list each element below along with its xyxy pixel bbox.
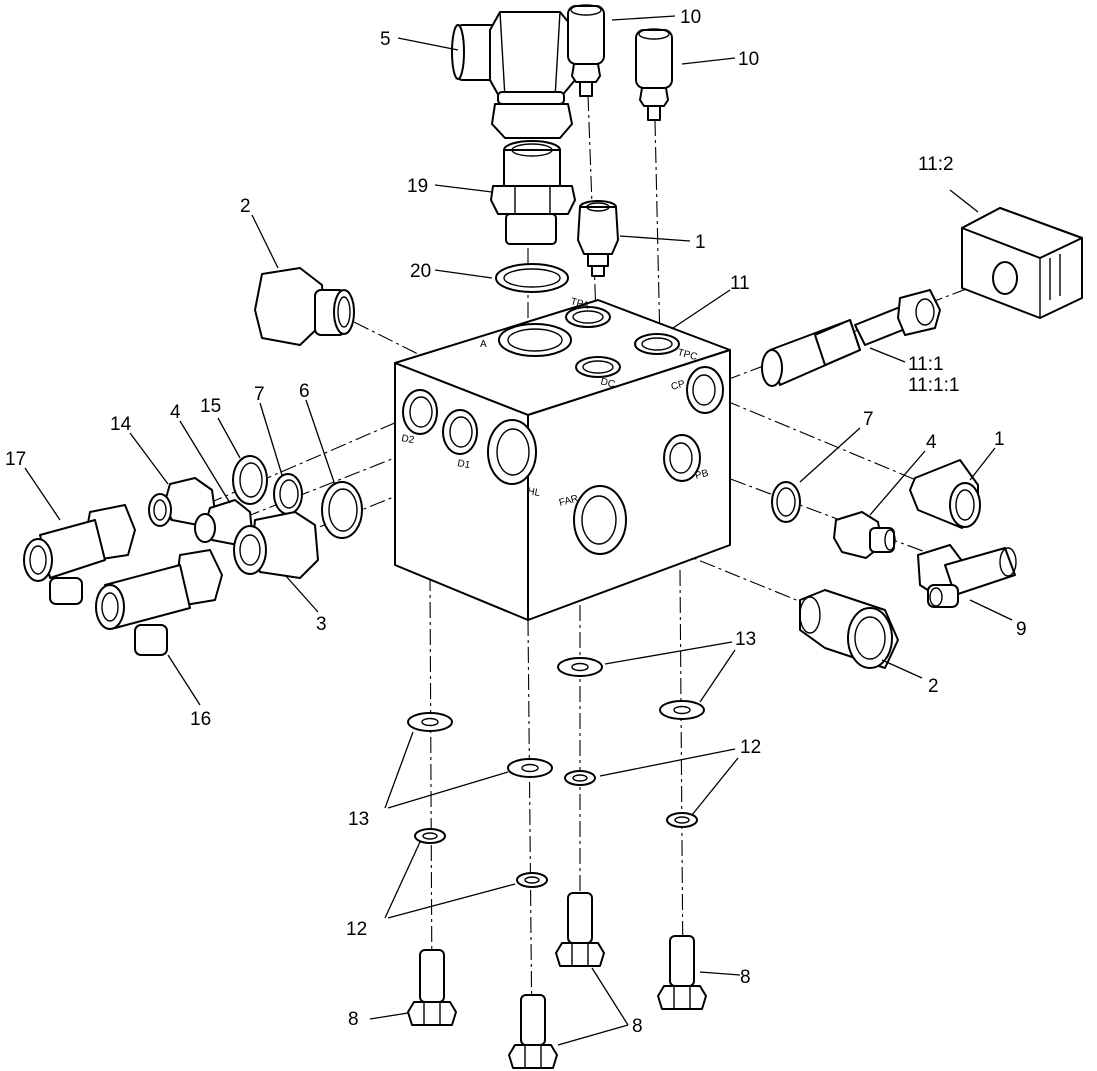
part-10-test-port-right <box>635 28 673 121</box>
port-label-far: FAR <box>558 493 580 509</box>
part-12-lock-washers <box>414 770 698 888</box>
part-2-fitting-right <box>799 589 899 669</box>
manifold-block: A TPA DC TPC D2 D1 <box>394 296 731 621</box>
port-label-tpa: TPA <box>569 296 590 312</box>
callout-13-right: 13 <box>735 629 756 650</box>
callout-3: 3 <box>316 614 327 635</box>
callout-10-right: 10 <box>738 49 759 70</box>
port-tpc: TPC <box>634 333 698 363</box>
callout-labels: 5 10 10 19 1 20 11 11:2 11:1 11:1:1 2 2 … <box>5 7 1027 1037</box>
callout-8-left: 8 <box>348 1009 359 1030</box>
port-pb: PB <box>663 434 710 482</box>
part-3-fitting <box>233 511 319 579</box>
part-8-bolt-d <box>508 994 558 1069</box>
port-far: FAR <box>558 485 627 555</box>
port-label-a: A <box>480 339 487 350</box>
part-1-fitting-top <box>577 200 619 277</box>
port-label-dc: DC <box>599 376 616 390</box>
port-label-cp: CP <box>670 379 687 393</box>
part-17-elbow-fitting <box>23 504 136 605</box>
part-2-fitting-left <box>254 267 355 346</box>
manifold-right-face <box>527 349 731 621</box>
callout-7-right: 7 <box>863 409 874 430</box>
callout-10-top: 10 <box>680 7 701 28</box>
callout-15: 15 <box>200 396 221 417</box>
port-label-d2: D2 <box>400 433 415 446</box>
part-10-test-port-left <box>567 4 605 97</box>
callout-14: 14 <box>110 414 132 435</box>
part-7-o-ring-right <box>771 481 801 523</box>
part-11-1-solenoid-cartridge <box>761 289 941 387</box>
callout-12-right: 12 <box>740 737 761 758</box>
part-1-fitting-right <box>909 459 981 529</box>
port-label-tpc: TPC <box>676 347 698 363</box>
callout-9: 9 <box>1016 619 1027 640</box>
part-5-elbow-fitting <box>451 11 576 139</box>
port-d2: D2 <box>400 389 438 446</box>
callout-1-right: 1 <box>994 429 1005 450</box>
callout-6: 6 <box>299 381 310 402</box>
callout-11-2: 11:2 <box>918 154 954 175</box>
callout-16: 16 <box>190 709 211 730</box>
port-cp: CP <box>670 366 724 414</box>
callout-20: 20 <box>410 261 431 282</box>
part-8-bolt-b <box>657 935 707 1010</box>
callout-11-1: 11:1 <box>908 354 944 375</box>
callout-4-left: 4 <box>170 402 181 423</box>
callout-11-1-1: 11:1:1 <box>908 375 959 396</box>
callout-2-right: 2 <box>928 676 939 697</box>
callout-5: 5 <box>380 29 391 50</box>
part-8-bolt-c <box>407 949 457 1026</box>
part-13-washers <box>407 657 705 778</box>
part-11-2-coil-connector <box>961 207 1083 319</box>
callout-13-left: 13 <box>348 809 369 830</box>
callout-11: 11 <box>730 273 750 294</box>
port-hl: HL <box>487 419 541 499</box>
part-9-elbow-fitting <box>917 544 1017 608</box>
callout-7-left: 7 <box>254 384 265 405</box>
part-4-adapter-right <box>833 511 896 559</box>
callout-8-right: 8 <box>740 967 751 988</box>
callout-12-left: 12 <box>346 919 367 940</box>
port-dc: DC <box>575 356 621 391</box>
part-14-fitting <box>148 477 216 527</box>
port-label-pb: PB <box>694 468 710 482</box>
part-6-o-ring <box>321 481 363 539</box>
part-15-o-ring <box>232 455 268 505</box>
part-8-bolt-a <box>555 892 605 967</box>
port-d1: D1 <box>442 409 478 471</box>
callout-19: 19 <box>407 176 428 197</box>
port-tpa: TPA <box>565 296 611 328</box>
callout-1-top: 1 <box>695 232 706 253</box>
callout-8-bottom: 8 <box>632 1016 643 1037</box>
callout-4-right: 4 <box>926 432 937 453</box>
part-19-adapter <box>490 140 576 245</box>
callout-2-left: 2 <box>240 196 251 217</box>
part-20-o-ring <box>495 263 569 293</box>
port-label-d1: D1 <box>456 458 471 471</box>
callout-17: 17 <box>5 449 26 470</box>
leader-lines <box>24 15 1013 1046</box>
port-label-hl: HL <box>526 486 541 499</box>
part-7-o-ring-left <box>273 473 303 515</box>
port-a: A <box>480 323 572 357</box>
part-16-elbow-fitting <box>95 549 223 656</box>
